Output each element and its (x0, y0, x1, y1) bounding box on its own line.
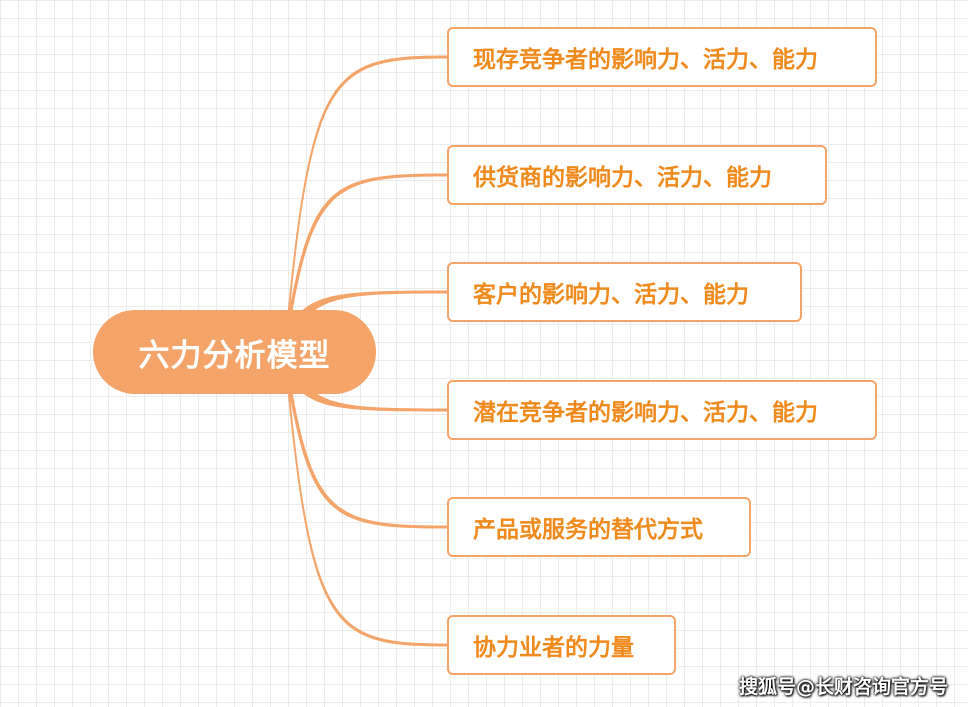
branch-label: 产品或服务的替代方式 (473, 517, 703, 543)
branch-label: 供货商的影响力、活力、能力 (473, 165, 772, 191)
root-label: 六力分析模型 (138, 337, 331, 374)
branch-node-substitutes[interactable]: 产品或服务的替代方式 (447, 497, 751, 557)
branch-label: 现存竞争者的影响力、活力、能力 (473, 47, 818, 73)
watermark: 搜狐号@长财咨询官方号 (738, 676, 948, 698)
branch-node-partners[interactable]: 协力业者的力量 (447, 615, 676, 675)
branch-node-suppliers[interactable]: 供货商的影响力、活力、能力 (447, 145, 827, 205)
branch-label: 潜在竞争者的影响力、活力、能力 (473, 400, 818, 426)
branch-node-customers[interactable]: 客户的影响力、活力、能力 (447, 262, 802, 322)
branch-node-existing-competitors[interactable]: 现存竞争者的影响力、活力、能力 (447, 27, 877, 87)
branch-label: 协力业者的力量 (473, 635, 634, 661)
root-node[interactable]: 六力分析模型 (93, 310, 376, 394)
branch-label: 客户的影响力、活力、能力 (473, 282, 749, 308)
branch-node-potential-competitors[interactable]: 潜在竞争者的影响力、活力、能力 (447, 380, 877, 440)
